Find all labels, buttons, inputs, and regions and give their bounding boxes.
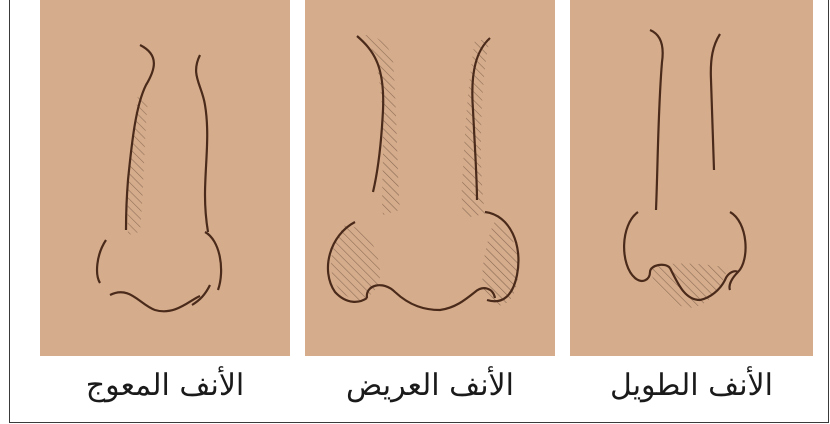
- panel-background: [40, 0, 290, 356]
- panel-crooked-nose: [40, 0, 290, 356]
- caption-wide-nose: الأنف العريض: [305, 364, 555, 408]
- caption-crooked-nose: الأنف المعوج: [40, 364, 290, 408]
- panel-background: [305, 0, 555, 356]
- panel-long-nose: [570, 0, 813, 356]
- wide-nose-illustration: [305, 0, 555, 356]
- long-nose-illustration: [570, 0, 813, 356]
- panel-wide-nose: [305, 0, 555, 356]
- caption-long-nose: الأنف الطويل: [570, 364, 813, 408]
- crooked-nose-illustration: [40, 0, 290, 356]
